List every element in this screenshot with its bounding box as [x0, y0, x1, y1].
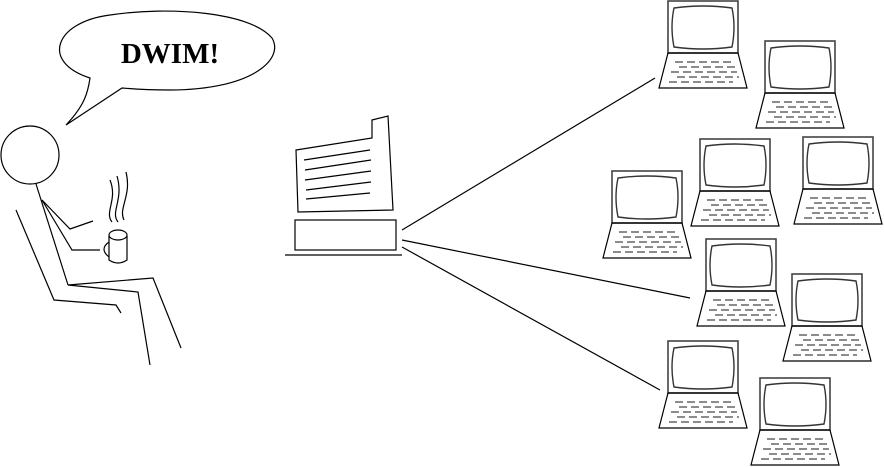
speech-bubble: [59, 10, 276, 126]
laptop-icon: [696, 238, 786, 327]
laptop-icon: [690, 138, 780, 227]
speech-bubble-text: DWIM!: [121, 38, 219, 70]
server-icon: [285, 115, 402, 256]
network-links: [401, 77, 691, 391]
laptop-icon: [755, 40, 845, 129]
laptop-icon: [793, 136, 883, 225]
laptop-icon: [602, 170, 692, 259]
laptop-icon: [750, 377, 840, 466]
coffee-mug-icon: [103, 171, 128, 264]
user-figure: [0, 125, 182, 366]
laptop-icon: [782, 273, 872, 362]
laptop-icon: [658, 0, 748, 89]
laptop-icon: [658, 340, 748, 429]
